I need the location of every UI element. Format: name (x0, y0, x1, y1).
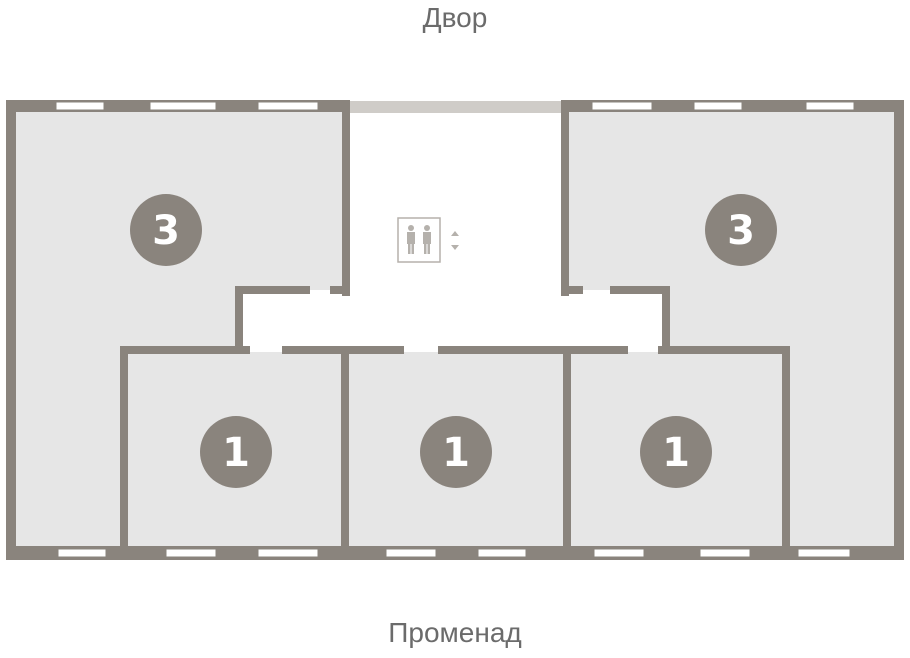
badge-apt-top-right[interactable]: 3 (705, 194, 777, 266)
courtyard-label: Двор (422, 2, 488, 33)
apt-top-right-area[interactable] (566, 110, 896, 548)
badge-apt-top-left[interactable]: 3 (130, 194, 202, 266)
rooms-count: 1 (442, 430, 470, 476)
windows-bottom (57, 548, 851, 558)
rooms-count: 1 (662, 430, 690, 476)
promenade-label: Променад (388, 617, 522, 648)
badge-apt-bottom-left[interactable]: 1 (200, 416, 272, 488)
rooms-count: 3 (152, 208, 180, 254)
elevator-icon (397, 217, 459, 263)
windows-top (55, 101, 855, 111)
badge-apt-bottom-center[interactable]: 1 (420, 416, 492, 488)
rooms-count: 3 (727, 208, 755, 254)
apt-top-left-area[interactable] (14, 110, 344, 548)
rooms-count: 1 (222, 430, 250, 476)
badge-apt-bottom-right[interactable]: 1 (640, 416, 712, 488)
